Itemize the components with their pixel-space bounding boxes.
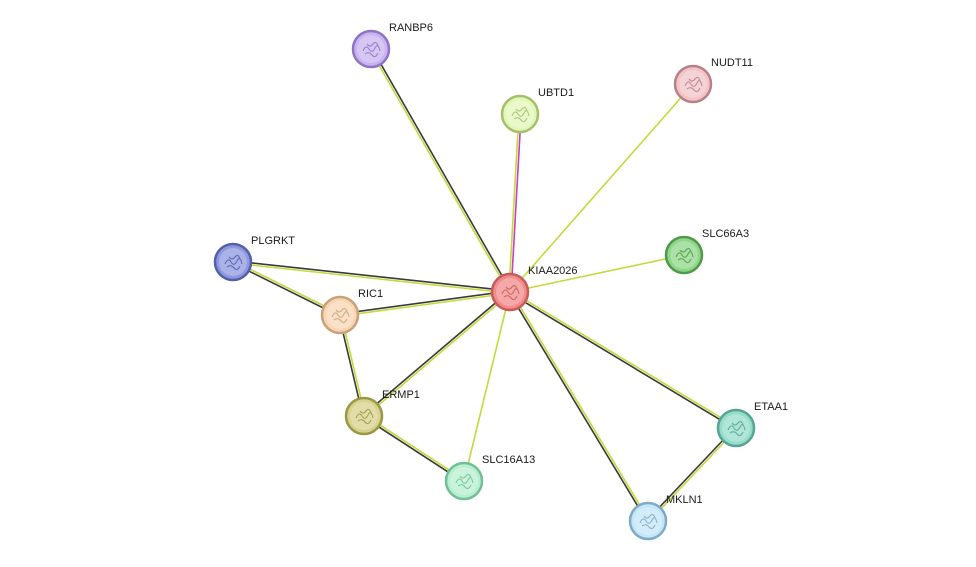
- edge-kiaa2026-etaa1[interactable]: [509, 290, 737, 430]
- node-label: SLC66A3: [702, 228, 749, 240]
- node-highlight: [679, 70, 707, 98]
- node-label: PLGRKT: [251, 235, 295, 247]
- node-circle: [490, 272, 530, 312]
- node-slc66a3[interactable]: SLC66A3: [664, 228, 749, 275]
- edge-strand: [509, 254, 685, 293]
- protein-structure-icon: [224, 254, 243, 271]
- node-circle: [320, 295, 360, 335]
- edge-strand: [233, 260, 341, 315]
- node-label: KIAA2026: [528, 265, 578, 277]
- node-ermp1[interactable]: ERMP1: [344, 389, 420, 436]
- edge-strand: [648, 428, 738, 523]
- edge-strand: [463, 291, 511, 482]
- edge-strand: [510, 114, 522, 293]
- edge-strand: [233, 260, 511, 292]
- edge-kiaa2026-plgrkt[interactable]: [232, 260, 511, 294]
- node-label: RANBP6: [389, 22, 433, 34]
- protein-structure-icon: [675, 247, 694, 264]
- node-label: RIC1: [358, 288, 383, 300]
- protein-structure-icon: [501, 284, 520, 301]
- node-label: NUDT11: [711, 57, 753, 69]
- edge-kiaa2026-ermp1[interactable]: [362, 290, 512, 418]
- protein-structure-icon: [727, 420, 746, 437]
- node-slc16a13[interactable]: SLC16A13: [444, 454, 535, 501]
- node-circle: [500, 94, 540, 134]
- edge-kiaa2026-nudt11[interactable]: [509, 83, 694, 293]
- edge-kiaa2026-slc66a3[interactable]: [509, 254, 685, 293]
- node-circle: [444, 461, 484, 501]
- node-highlight: [219, 248, 247, 276]
- node-highlight: [634, 507, 662, 535]
- node-label: ETAA1: [754, 401, 788, 413]
- node-highlight: [326, 301, 354, 329]
- edge-strand: [362, 290, 510, 416]
- edge-kiaa2026-slc16a13[interactable]: [463, 291, 511, 482]
- node-plgrkt[interactable]: PLGRKT: [213, 235, 295, 282]
- edge-strand: [508, 113, 520, 292]
- node-kiaa2026[interactable]: KIAA2026: [490, 265, 578, 312]
- edge-etaa1-mkln1[interactable]: [646, 426, 738, 523]
- node-highlight: [496, 278, 524, 306]
- node-highlight: [450, 467, 478, 495]
- edge-strand: [340, 292, 511, 317]
- edge-strand: [508, 292, 648, 522]
- protein-structure-icon: [362, 41, 381, 58]
- node-ubtd1[interactable]: UBTD1: [500, 87, 574, 134]
- node-circle: [351, 29, 391, 69]
- edge-strand: [362, 416, 464, 483]
- protein-structure-icon: [511, 106, 530, 123]
- node-highlight: [722, 414, 750, 442]
- node-circle: [628, 501, 668, 541]
- edge-strand: [339, 290, 510, 315]
- edge-strand: [364, 292, 512, 418]
- protein-structure-icon: [331, 307, 350, 324]
- edges-layer: [232, 48, 738, 523]
- edge-plgrkt-ric1[interactable]: [232, 260, 341, 317]
- edge-kiaa2026-ranbp6[interactable]: [369, 48, 512, 293]
- edge-strand: [510, 290, 737, 428]
- edge-strand: [232, 262, 340, 317]
- node-etaa1[interactable]: ETAA1: [716, 401, 788, 448]
- edge-strand: [509, 83, 694, 293]
- node-label: UBTD1: [538, 87, 574, 99]
- node-mkln1[interactable]: MKLN1: [628, 494, 703, 541]
- node-highlight: [350, 402, 378, 430]
- edge-strand: [646, 426, 736, 521]
- protein-structure-icon: [355, 408, 374, 425]
- node-label: SLC16A13: [482, 454, 535, 466]
- node-label: ERMP1: [382, 389, 420, 401]
- node-circle: [716, 408, 756, 448]
- node-highlight: [670, 241, 698, 269]
- edge-strand: [369, 49, 510, 293]
- edge-strand: [510, 291, 650, 521]
- node-circle: [673, 64, 713, 104]
- edge-kiaa2026-mkln1[interactable]: [508, 291, 650, 522]
- node-ric1[interactable]: RIC1: [320, 288, 383, 335]
- protein-structure-icon: [455, 473, 474, 490]
- node-nudt11[interactable]: NUDT11: [673, 57, 753, 104]
- edge-strand: [364, 414, 466, 481]
- node-label: MKLN1: [666, 494, 703, 506]
- node-highlight: [357, 35, 385, 63]
- edge-kiaa2026-ubtd1[interactable]: [508, 113, 522, 293]
- node-circle: [213, 242, 253, 282]
- protein-structure-icon: [684, 76, 703, 93]
- edge-ermp1-slc16a13[interactable]: [362, 414, 466, 483]
- edge-strand: [509, 292, 736, 430]
- protein-structure-icon: [639, 513, 658, 530]
- node-highlight: [506, 100, 534, 128]
- node-circle: [344, 396, 384, 436]
- node-circle: [664, 235, 704, 275]
- edge-strand: [371, 48, 512, 292]
- edge-strand: [232, 262, 510, 294]
- node-ranbp6[interactable]: RANBP6: [351, 22, 433, 69]
- edge-kiaa2026-ric1[interactable]: [339, 290, 511, 317]
